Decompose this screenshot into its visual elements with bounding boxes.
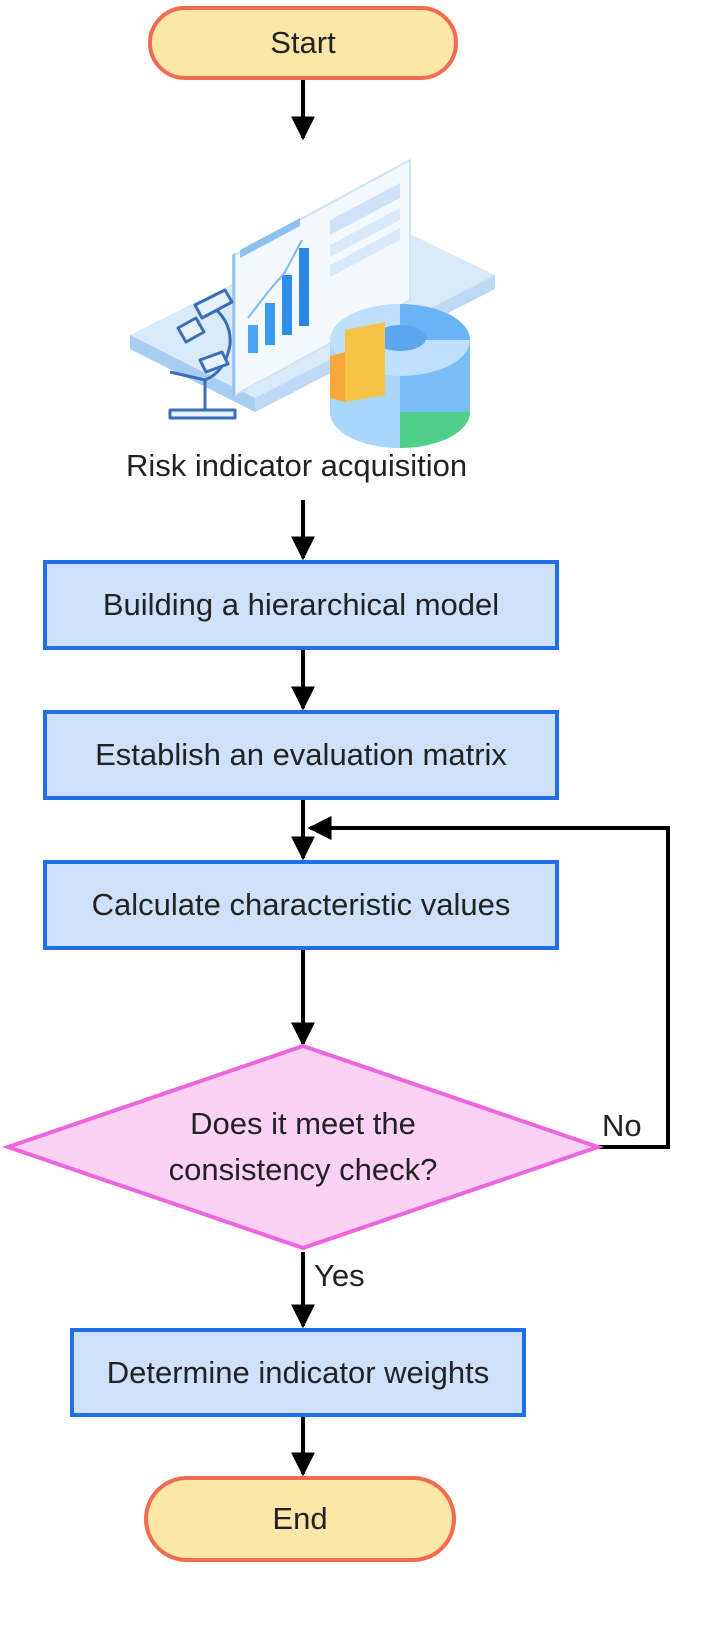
end-terminal: End	[144, 1476, 456, 1562]
chart-bar-4	[299, 248, 309, 326]
decision-line-2: consistency check?	[168, 1152, 438, 1187]
process-evaluation-matrix-label: Establish an evaluation matrix	[95, 737, 507, 772]
arrow-decision-no-loop	[307, 816, 670, 1149]
no-edge-label: No	[602, 1108, 642, 1143]
microscope-icon	[168, 288, 237, 420]
process-characteristic-values: Calculate characteristic values	[43, 860, 559, 950]
process-indicator-weights-label: Determine indicator weights	[106, 1354, 490, 1390]
acquisition-label: Risk indicator acquisition	[126, 448, 468, 483]
end-label: End	[272, 1501, 328, 1536]
process-hierarchical-model-label: Building a hierarchical model	[102, 587, 500, 622]
process-characteristic-values-label: Calculate characteristic values	[91, 887, 511, 922]
start-terminal: Start	[148, 6, 458, 80]
chart-bar-2	[265, 303, 275, 345]
decision-line-1: Does it meet the	[190, 1106, 416, 1141]
chart-bar-1	[248, 325, 258, 353]
pie-chart-icon	[330, 304, 470, 448]
process-indicator-weights: Determine indicator weights	[70, 1328, 526, 1417]
chart-bar-3	[282, 275, 292, 335]
decision-diamond	[1, 1043, 605, 1251]
decision-text: Does it meet the consistency check?	[108, 1101, 498, 1193]
data-analysis-illustration	[130, 158, 495, 448]
yes-edge-label: Yes	[314, 1258, 365, 1293]
process-evaluation-matrix: Establish an evaluation matrix	[43, 710, 559, 800]
start-label: Start	[270, 25, 336, 60]
process-hierarchical-model: Building a hierarchical model	[43, 560, 559, 650]
connector-lines	[291, 80, 670, 1477]
